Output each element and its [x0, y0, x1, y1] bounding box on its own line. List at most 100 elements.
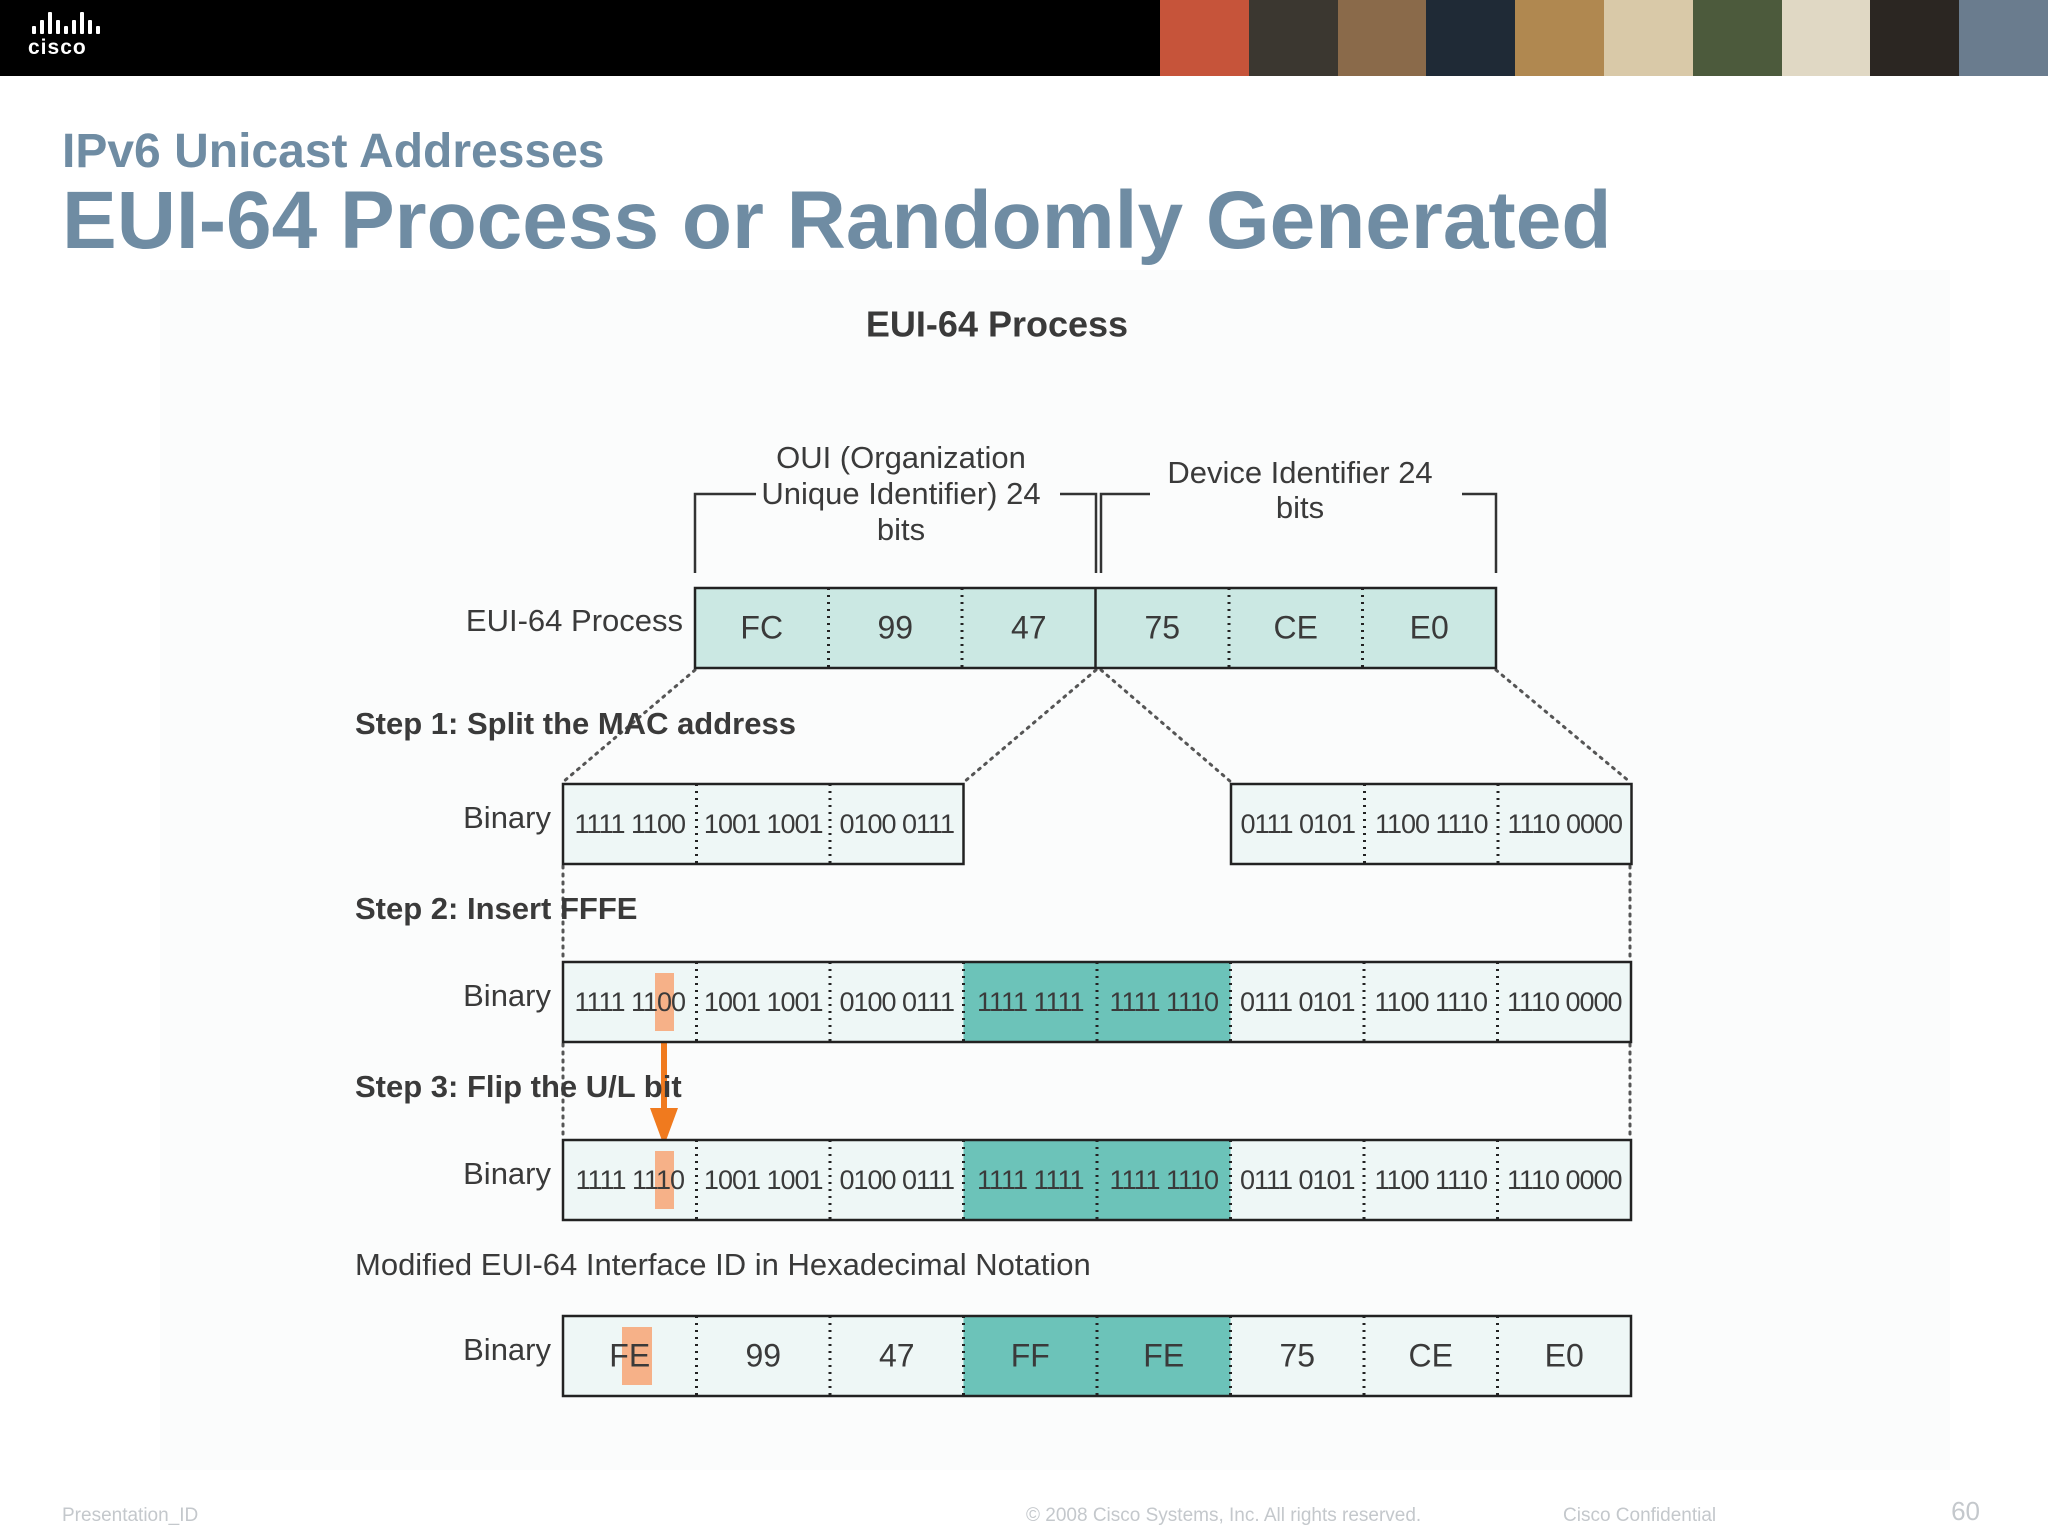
step1-left-text-2: 1001 1001 [704, 809, 823, 839]
step1-right-cell-3 [1498, 784, 1632, 864]
footer-presentation-id: Presentation_ID [62, 1505, 199, 1526]
step1-label: Binary [463, 800, 551, 835]
step2-row-text-3: 0100 0111 [839, 987, 954, 1017]
step2-row-text-7: 1100 1110 [1374, 987, 1487, 1017]
step3-row-cell-3 [830, 1140, 964, 1220]
modified-row-text-3: 47 [879, 1337, 915, 1373]
diagram-background [160, 270, 1950, 1470]
step2-row-text-6: 0111 0101 [1240, 987, 1355, 1017]
connector-right-inner [1099, 668, 1233, 784]
mac-row-text-3: 47 [1011, 609, 1047, 645]
mac-row-label: EUI-64 Process [466, 603, 683, 638]
footer-confidential: Cisco Confidential [1563, 1505, 1717, 1526]
step1-right-cell-1 [1231, 784, 1365, 864]
step1-left-cell-2 [696, 784, 830, 864]
modified-row-cell-3 [830, 1316, 964, 1396]
header-photo-8 [1781, 0, 1871, 76]
modified-row-text-7: CE [1409, 1337, 1453, 1373]
mac-row-text-4: 75 [1144, 609, 1180, 645]
modified-row-text-5: FE [1143, 1337, 1184, 1373]
step3-label: Binary [463, 1156, 551, 1191]
ul-bit-highlight-step3 [655, 1151, 674, 1209]
step1-right-cell-2 [1364, 784, 1498, 864]
step1-left-cell-1 [563, 784, 697, 864]
step3-row-text-7: 1100 1110 [1374, 1165, 1487, 1195]
step2-heading: Step 2: Insert FFFE [355, 891, 637, 926]
mac-row-cell-1 [695, 588, 829, 668]
step1-heading: Step 1: Split the MAC address [355, 706, 796, 741]
modified-row-cell-6 [1230, 1316, 1364, 1396]
device-bracket-left [1099, 492, 1150, 573]
modified-row-text-2: 99 [745, 1337, 781, 1373]
header-photo-10 [1959, 0, 2048, 76]
header-photo-9 [1870, 0, 1960, 76]
diagram-heading: EUI-64 Process [866, 304, 1128, 345]
step2-row-text-5: 1111 1110 [1109, 987, 1218, 1017]
step3-row-cell-4 [963, 1140, 1097, 1220]
oui-bracket-left [693, 492, 756, 573]
modified-heading: Modified EUI-64 Interface ID in Hexadeci… [355, 1247, 1091, 1282]
step2-row-cell-2 [696, 962, 830, 1042]
step3-row-cell-5 [1097, 1140, 1231, 1220]
mac-row-text-5: CE [1274, 609, 1318, 645]
header-photo-5 [1515, 0, 1604, 76]
mac-row-cell-6 [1362, 588, 1496, 668]
step1-left-text-3: 0100 0111 [839, 809, 954, 839]
modified-row-cell-4 [963, 1316, 1097, 1396]
header-bar: cisco [0, 0, 2048, 76]
mac-row-cell-4 [1095, 588, 1229, 668]
modified-label: Binary [463, 1332, 551, 1367]
step3-row-text-6: 0111 0101 [1240, 1165, 1355, 1195]
step2-row-cell-7 [1364, 962, 1498, 1042]
step3-row-text-1: 1111 1110 [575, 1165, 684, 1195]
step1-left-text-1: 1111 1100 [574, 809, 685, 839]
slide-title: EUI-64 Process or Randomly Generated [62, 175, 1612, 266]
device-label-line-2: bits [1276, 490, 1324, 525]
connector-right-outer [1494, 668, 1632, 784]
header-photo-2 [1248, 0, 1338, 76]
ul-flip-arrow-head [650, 1108, 678, 1146]
step3-row-text-3: 0100 0111 [839, 1165, 954, 1195]
slide-subtitle: IPv6 Unicast Addresses [62, 125, 605, 178]
step3-row-cell-2 [696, 1140, 830, 1220]
oui-label-line-2: Unique Identifier) 24 [761, 476, 1040, 511]
step2-row-cell-6 [1230, 962, 1364, 1042]
page-number: 60 [1951, 1496, 1980, 1526]
step3-row-cell-7 [1364, 1140, 1498, 1220]
step1-right-text-3: 1110 0000 [1507, 809, 1622, 839]
connector-left-outer [561, 668, 697, 784]
step1-left-cell-3 [830, 784, 964, 864]
header-photo-6 [1603, 0, 1693, 76]
step2-row-cell-3 [830, 962, 964, 1042]
step3-row-text-5: 1111 1110 [1109, 1165, 1218, 1195]
step1-right-border [1229, 782, 1633, 866]
mac-row-text-2: 99 [877, 609, 913, 645]
mac-row-cell-2 [828, 588, 962, 668]
header-photo-3 [1337, 0, 1427, 76]
step3-row-cell-8 [1497, 1140, 1631, 1220]
modified-row-cell-2 [696, 1316, 830, 1396]
connector-left-inner [962, 668, 1098, 784]
mac-row-cell-5 [1229, 588, 1363, 668]
mac-row-text-6: E0 [1410, 609, 1449, 645]
header-photo-strip [1160, 0, 2048, 76]
step1-right-text-2: 1100 1110 [1375, 809, 1488, 839]
step2-row-text-8: 1110 0000 [1507, 987, 1622, 1017]
mac-row-cell-3 [962, 588, 1096, 668]
modified-row-text-8: E0 [1545, 1337, 1584, 1373]
step2-row-cell-4 [963, 962, 1097, 1042]
mac-row-text-1: FC [740, 609, 783, 645]
step3-row-text-4: 1111 1111 [977, 1165, 1084, 1195]
modified-row-cell-7 [1364, 1316, 1498, 1396]
device-label-line-1: Device Identifier 24 [1167, 455, 1432, 490]
step2-row-text-1: 1111 1100 [574, 987, 685, 1017]
step1-left-border [561, 782, 965, 866]
cisco-logo-bars [32, 12, 118, 34]
ul-bit-highlight-step2 [655, 973, 674, 1031]
step2-row-cell-1 [563, 962, 697, 1042]
step2-label: Binary [463, 978, 551, 1013]
step2-row-cell-8 [1497, 962, 1631, 1042]
modified-row-text-1: FE [609, 1337, 650, 1373]
step3-row-cell-1 [563, 1140, 697, 1220]
